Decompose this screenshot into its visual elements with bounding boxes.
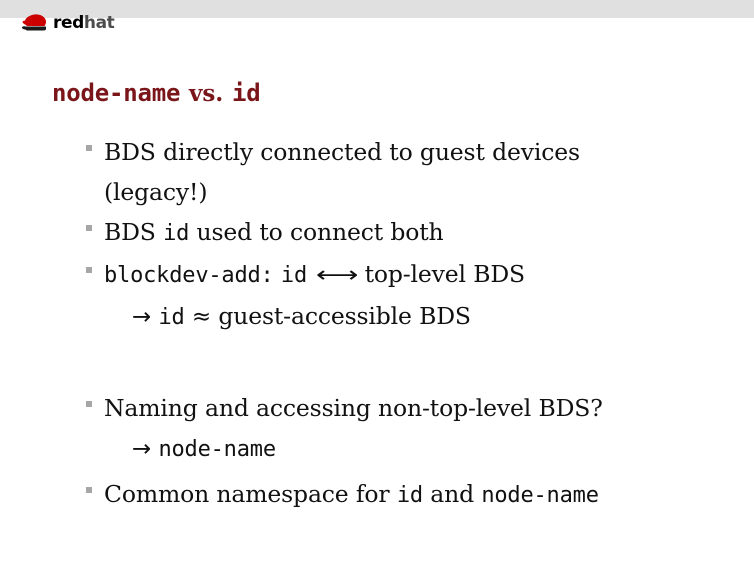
bullet-5-text: Common namespace for id and node-name (104, 474, 754, 516)
right-arrow-icon: → (132, 304, 152, 330)
approx-equal-icon: ≈ (191, 304, 211, 330)
bullet-3-text: blockdev-add: id ⟷top-level BDS (104, 254, 754, 296)
logo-word-red: red (53, 13, 84, 33)
bullet-2-code-id: id (163, 221, 190, 246)
logo-word-hat: hat (83, 13, 115, 33)
bullet-3-post: top-level BDS (364, 260, 526, 288)
redhat-shadowman-icon (22, 13, 47, 30)
bullet-3-subline: → id ≈ guest-accessible BDS (0, 296, 754, 338)
bullet-3-code-id: id (280, 263, 308, 288)
bullet-square-icon (86, 401, 92, 407)
bullet-2-post: used to connect both (189, 218, 444, 246)
bullet-3-code-blockdev-add: blockdev-add: (104, 263, 274, 288)
bullet-2-text: BDS id used to connect both (104, 212, 754, 254)
subline-code-node-name: node-name (158, 437, 276, 462)
bullet-1-line-1: BDS directly connected to guest devices (104, 138, 580, 166)
bullet-1-line-2: (legacy!) (104, 178, 208, 206)
subline-text: guest-accessible BDS (218, 302, 471, 330)
title-code-node-name: node-name (52, 78, 181, 107)
bullet-5-code-node-name: node-name (481, 483, 599, 508)
long-biconditional-arrow-icon: ⟷ (315, 263, 359, 288)
bullet-item-5: Common namespace for id and node-name (0, 474, 754, 516)
redhat-logo: redhat (20, 9, 115, 36)
right-arrow-icon: → (132, 436, 152, 462)
bullet-item-1: BDS directly connected to guest devices (0, 132, 754, 172)
title-emphasis-vs: vs. (188, 79, 224, 107)
bullet-5-code-id: id (396, 483, 423, 508)
bullet-4-subline: → node-name (0, 428, 754, 470)
bullet-square-icon (86, 225, 92, 231)
bullet-4-text: Naming and accessing non-top-level BDS? (104, 394, 603, 422)
bullet-item-2: BDS id used to connect both (0, 212, 754, 254)
bullet-square-icon (86, 487, 92, 493)
redhat-wordmark: redhat (53, 13, 115, 33)
bullet-5-mid: and (422, 480, 482, 508)
title-code-id: id (232, 78, 261, 107)
subline-code-id: id (158, 305, 185, 330)
header-band (0, 0, 754, 18)
bullet-square-icon (86, 145, 92, 151)
slide-body: BDS directly connected to guest devices … (0, 132, 754, 516)
bullet-5-pre: Common namespace for (104, 480, 397, 508)
bullet-2-pre: BDS (104, 218, 164, 246)
bullet-item-3: blockdev-add: id ⟷top-level BDS (0, 254, 754, 296)
bullet-square-icon (86, 267, 92, 273)
slide-title: node-name vs. id (52, 79, 261, 107)
section-spacer (0, 338, 754, 388)
bullet-item-4: Naming and accessing non-top-level BDS? (0, 388, 754, 428)
